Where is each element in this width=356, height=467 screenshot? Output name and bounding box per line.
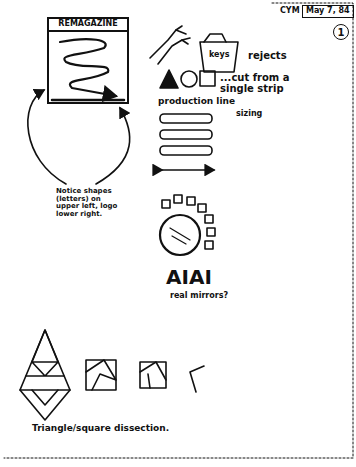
node-text: May 7, 84 (306, 7, 350, 16)
note: production line (158, 97, 235, 107)
note: rejects (248, 50, 287, 61)
note: sizing (236, 110, 262, 119)
letter-study: AIAI (166, 266, 212, 288)
magazine-box: REMAGAZINE (47, 17, 129, 104)
note: real mirrors? (170, 292, 228, 301)
date-box: May 7, 84 (302, 5, 354, 18)
note: Notice shapes (letters) on upper left, l… (56, 188, 126, 219)
initials: CYM (280, 7, 300, 16)
folder-label: keys (209, 51, 230, 60)
caption-note: Triangle/square dissection. (32, 424, 169, 434)
page-number-circle: 1 (333, 24, 349, 40)
note: ...cut from a single strip (220, 72, 302, 94)
node-text: 1 (338, 27, 345, 38)
node-text: REMAGAZINE (49, 19, 127, 32)
